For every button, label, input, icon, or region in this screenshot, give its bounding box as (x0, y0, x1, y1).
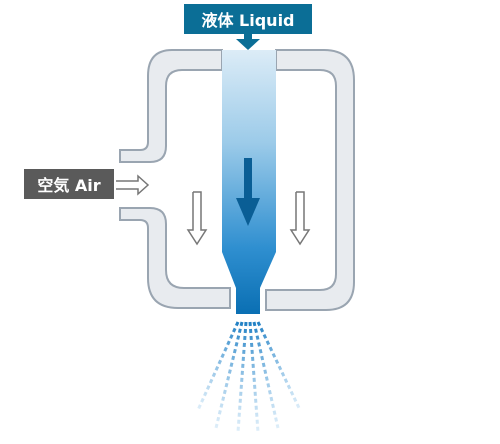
air-label: 空気 Air (24, 169, 114, 199)
down-hollow-arrow-icon (186, 191, 208, 246)
air-label-text: 空気 Air (37, 176, 100, 195)
spray-pattern (196, 321, 302, 433)
down-hollow-arrow-icon (289, 191, 311, 246)
right-hollow-arrow-icon (116, 174, 150, 196)
liquid-label: 液体 Liquid (184, 4, 312, 34)
liquid-inlet-arrow-icon (236, 34, 260, 50)
down-arrow-icon (236, 158, 260, 226)
liquid-label-text: 液体 Liquid (201, 11, 294, 30)
nozzle-housing (119, 49, 355, 311)
